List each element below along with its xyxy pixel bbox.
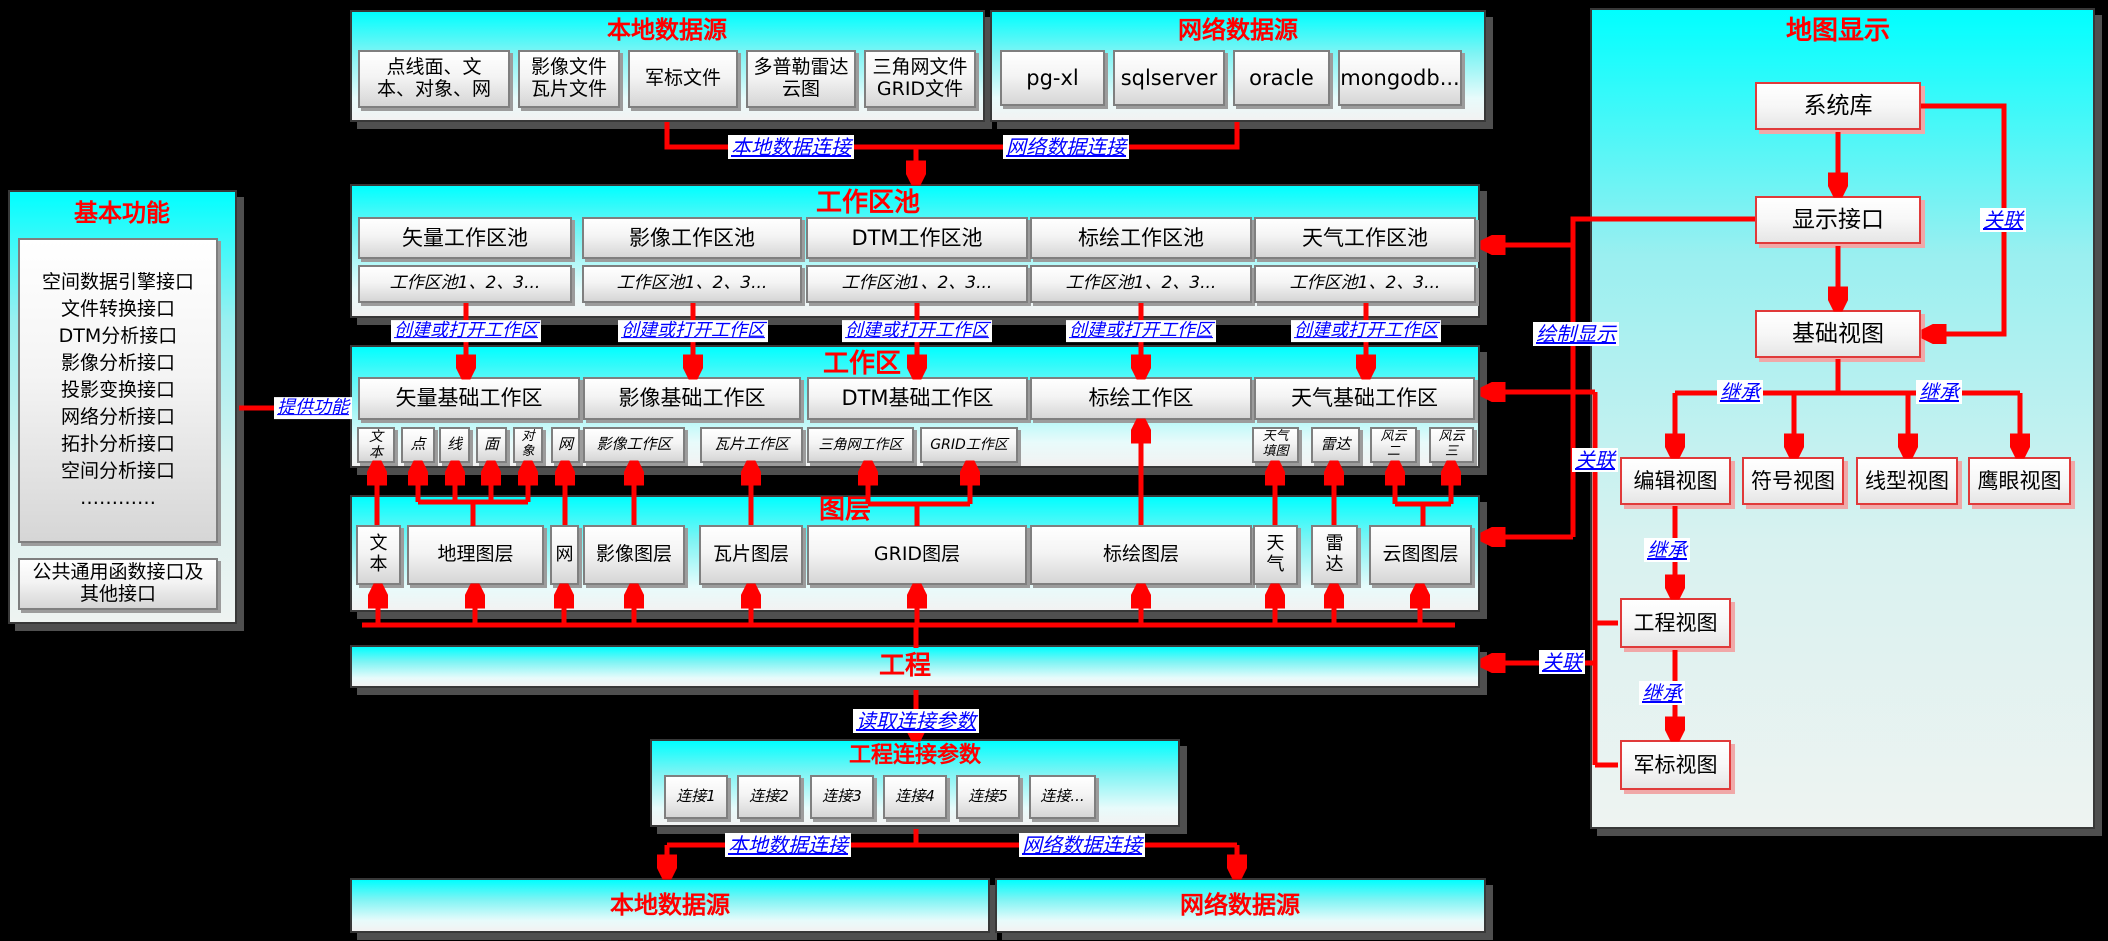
ws-sub-net: 网	[551, 427, 580, 463]
local-data-source-bottom-title: 本地数据源	[610, 891, 730, 919]
conn-3: 连接3	[810, 775, 874, 819]
label-create-open-3: 创建或打开工作区	[842, 320, 992, 342]
local-source-item-radar: 多普勒雷达 云图	[746, 50, 856, 108]
pool-items-3: 工作区池1、2、3...	[806, 265, 1028, 303]
base-view-node: 基础视图	[1755, 310, 1921, 358]
military-view-node: 军标视图	[1620, 740, 1731, 790]
label-inherit-left: 继承	[1717, 380, 1763, 404]
local-source-item-tin: 三角网文件 GRID文件	[864, 50, 976, 108]
label-assoc-project: 关联	[1539, 650, 1585, 674]
network-source-item-oracle: oracle	[1233, 50, 1330, 106]
ws-vector-base: 矢量基础工作区	[358, 377, 580, 420]
layer-grid: GRID图层	[807, 525, 1027, 585]
symbol-view-node: 符号视图	[1742, 457, 1844, 505]
label-assoc-views: 关联	[1572, 448, 1618, 472]
ws-sub-tin: 三角网工作区	[807, 427, 914, 463]
workspace-pool-title: 工作区池	[815, 188, 921, 218]
network-data-source-top-title: 网络数据源	[1178, 16, 1298, 44]
label-network-conn-top: 网络数据连接	[1003, 135, 1129, 159]
label-create-open-1: 创建或打开工作区	[391, 320, 541, 342]
label-provide: 提供功能	[274, 397, 352, 419]
local-data-source-top-title: 本地数据源	[607, 16, 727, 44]
pool-items-1: 工作区池1、2、3...	[358, 265, 572, 303]
pool-items-5: 工作区池1、2、3...	[1254, 265, 1476, 303]
layer-net: 网	[550, 525, 579, 585]
pool-image: 影像工作区池	[582, 217, 802, 259]
ws-sub-fy3: 风云 三	[1429, 427, 1474, 463]
pool-items-2: 工作区池1、2、3...	[582, 265, 802, 303]
label-create-open-5: 创建或打开工作区	[1291, 320, 1441, 342]
conn-more: 连接...	[1029, 775, 1096, 819]
system-lib-node: 系统库	[1755, 82, 1921, 130]
project-params-title: 工程连接参数	[848, 743, 982, 768]
ws-sub-text: 文 本	[357, 427, 395, 463]
conn-1: 连接1	[664, 775, 728, 819]
layers-title: 图层	[818, 495, 872, 525]
ws-sub-fy2: 风云 二	[1370, 427, 1417, 463]
line-view-node: 线型视图	[1856, 457, 1958, 505]
label-draw-display: 绘制显示	[1533, 322, 1619, 346]
pool-items-4: 工作区池1、2、3...	[1030, 265, 1252, 303]
pool-plot: 标绘工作区池	[1030, 217, 1252, 259]
map-display-panel	[1590, 8, 2095, 829]
conn-4: 连接4	[883, 775, 947, 819]
ws-plot: 标绘工作区	[1030, 377, 1252, 420]
ws-sub-image: 影像工作区	[583, 427, 685, 463]
project-view-node: 工程视图	[1620, 598, 1731, 648]
ws-image-base: 影像基础工作区	[583, 377, 801, 420]
ws-sub-point: 点	[401, 427, 435, 463]
label-read-params: 读取连接参数	[853, 709, 979, 733]
ws-sub-line: 线	[439, 427, 470, 463]
network-source-item-sqlserver: sqlserver	[1113, 50, 1225, 106]
label-inherit-military: 继承	[1639, 681, 1685, 705]
eagle-view-node: 鹰眼视图	[1968, 457, 2071, 505]
local-source-item-vector: 点线面、文 本、对象、网	[358, 50, 510, 108]
local-source-item-image: 影像文件 瓦片文件	[518, 50, 620, 108]
ws-sub-grid: GRID工作区	[920, 427, 1018, 463]
conn-5: 连接5	[956, 775, 1020, 819]
label-local-conn-bottom: 本地数据连接	[725, 833, 851, 857]
basic-functions-title: 基本功能	[74, 199, 170, 227]
ws-dtm-base: DTM基础工作区	[807, 377, 1028, 420]
ws-sub-tile: 瓦片工作区	[700, 427, 803, 463]
layer-geo: 地理图层	[407, 525, 544, 585]
interface-list-box: 空间数据引擎接口 文件转换接口 DTM分析接口 影像分析接口 投影变换接口 网络…	[18, 238, 218, 543]
pool-vector: 矢量工作区池	[358, 217, 572, 259]
ws-sub-radar: 雷达	[1311, 427, 1360, 463]
layer-plot: 标绘图层	[1030, 525, 1252, 585]
label-inherit-project: 继承	[1644, 538, 1690, 562]
network-data-source-bottom-title: 网络数据源	[1180, 891, 1300, 919]
pool-dtm: DTM工作区池	[806, 217, 1028, 259]
label-network-conn-bottom: 网络数据连接	[1019, 833, 1145, 857]
label-create-open-2: 创建或打开工作区	[618, 320, 768, 342]
layer-cloud: 云图图层	[1369, 525, 1472, 585]
network-source-item-mongodb: mongodb...	[1338, 50, 1462, 106]
network-source-item-pgxl: pg-xl	[1000, 50, 1105, 106]
display-interface-node: 显示接口	[1755, 196, 1921, 244]
ws-sub-object: 对 象	[513, 427, 543, 463]
label-create-open-4: 创建或打开工作区	[1066, 320, 1216, 342]
conn-2: 连接2	[737, 775, 801, 819]
project-title: 工程	[878, 651, 932, 681]
map-display-title: 地图显示	[1785, 16, 1891, 46]
edit-view-node: 编辑视图	[1620, 457, 1731, 505]
ws-weather-base: 天气基础工作区	[1254, 377, 1475, 420]
layer-tile: 瓦片图层	[699, 525, 803, 585]
label-inherit-right: 继承	[1916, 380, 1962, 404]
label-assoc-right: 关联	[1980, 208, 2026, 232]
label-local-conn-top: 本地数据连接	[728, 135, 854, 159]
ws-sub-weather-fill: 天气 填图	[1252, 427, 1299, 463]
ws-sub-polygon: 面	[476, 427, 507, 463]
layer-text: 文 本	[356, 525, 401, 585]
common-interface-box: 公共通用函数接口及 其他接口	[18, 558, 218, 610]
workspace-title: 工作区	[822, 349, 902, 379]
pool-weather: 天气工作区池	[1254, 217, 1476, 259]
local-source-item-military: 军标文件	[628, 50, 738, 108]
layer-weather: 天 气	[1253, 525, 1298, 585]
layer-radar: 雷 达	[1311, 525, 1358, 585]
layer-image: 影像图层	[583, 525, 685, 585]
